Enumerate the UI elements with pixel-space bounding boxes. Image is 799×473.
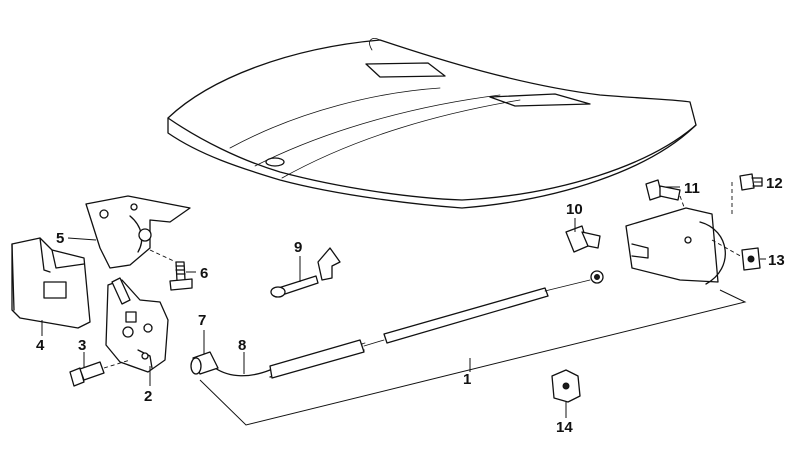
callout-11: 11 xyxy=(684,180,700,197)
lock-cover xyxy=(11,237,91,329)
callout-3: 3 xyxy=(78,337,86,354)
callout-6: 6 xyxy=(200,265,208,282)
cable-clip xyxy=(565,225,601,253)
callout-14: 14 xyxy=(556,419,573,436)
lock-plate xyxy=(625,207,745,285)
callout-8: 8 xyxy=(238,337,246,354)
callout-12: 12 xyxy=(766,175,783,192)
callout-2: 2 xyxy=(144,388,152,405)
callout-7: 7 xyxy=(198,312,206,329)
lock-bracket xyxy=(85,195,191,269)
callout-10: 10 xyxy=(566,201,583,218)
safety-catch xyxy=(551,369,581,403)
callout-9: 9 xyxy=(294,239,302,256)
leader-lines xyxy=(41,181,766,418)
callout-1: 1 xyxy=(463,371,471,388)
bolt-3 xyxy=(69,359,131,387)
release-lever xyxy=(270,247,341,298)
bolt-11 xyxy=(645,179,689,219)
hood-lock xyxy=(105,277,169,373)
callout-13: 13 xyxy=(768,252,785,269)
cable-sleeve xyxy=(190,351,219,375)
bowden-cable xyxy=(214,270,604,379)
hood-panel xyxy=(167,38,697,209)
callout-labels: 1 2 3 4 5 6 7 8 9 10 11 12 13 14 xyxy=(36,175,785,436)
cable-assembly-outline xyxy=(199,289,747,426)
callout-4: 4 xyxy=(36,337,45,354)
nut-clip xyxy=(741,247,761,271)
bolt-6 xyxy=(169,261,193,291)
screw-12 xyxy=(731,173,763,214)
callout-5: 5 xyxy=(56,230,64,247)
